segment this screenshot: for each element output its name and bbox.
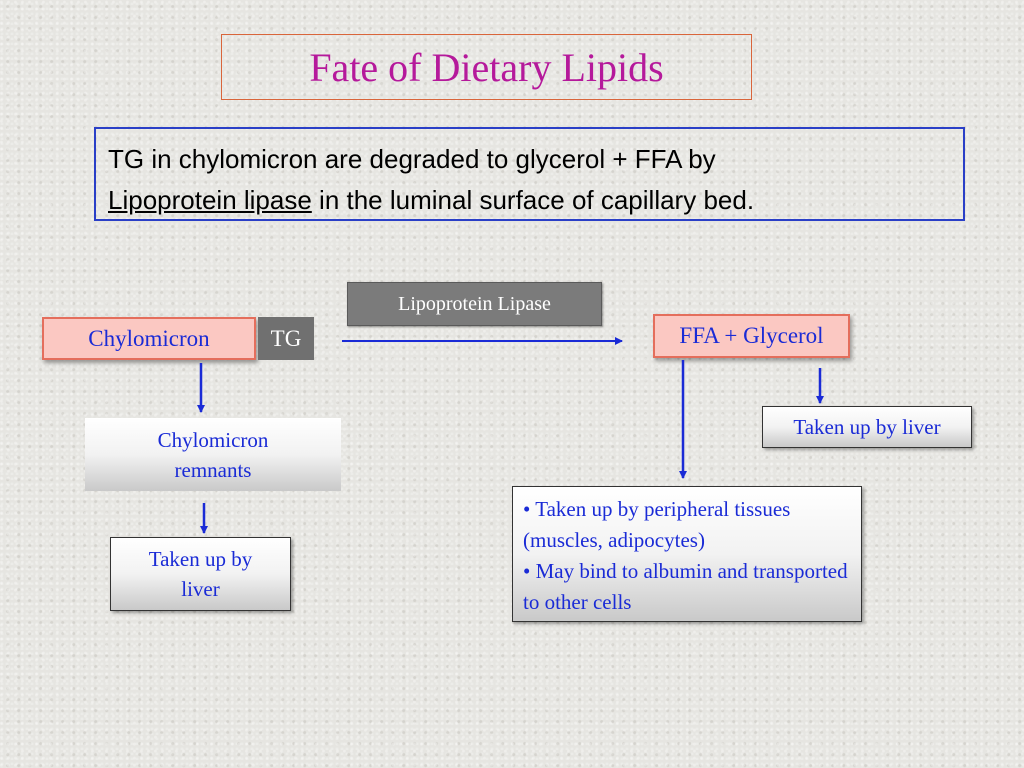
chylomicron-remnants-node: Chylomicron remnants xyxy=(85,418,341,491)
remnants-line-2: remnants xyxy=(174,458,252,482)
definition-text-2: in the luminal surface of capillary bed. xyxy=(311,185,755,215)
definition-enzyme-underlined: Lipoprotein lipase xyxy=(108,185,312,215)
liver-left-line-2: liver xyxy=(181,577,220,601)
remnants-line-1: Chylomicron xyxy=(157,428,269,452)
chylomicron-node: Chylomicron xyxy=(42,317,256,360)
peripheral-bullet-1: • Taken up by peripheral tissues (muscle… xyxy=(523,497,791,552)
peripheral-bullet-2: • May bind to albumin and transported to… xyxy=(523,559,848,614)
liver-left-line-1: Taken up by xyxy=(148,547,253,571)
ffa-glycerol-node: FFA + Glycerol xyxy=(653,314,850,358)
enzyme-label: Lipoprotein Lipase xyxy=(347,282,602,326)
liver-uptake-right-node: Taken up by liver xyxy=(762,406,972,448)
slide-title: Fate of Dietary Lipids xyxy=(309,44,664,90)
definition-text-1: TG in chylomicron are degraded to glycer… xyxy=(108,144,716,174)
title-box: Fate of Dietary Lipids xyxy=(221,34,752,100)
peripheral-uptake-node: • Taken up by peripheral tissues (muscle… xyxy=(512,486,862,622)
definition-box: TG in chylomicron are degraded to glycer… xyxy=(94,127,965,221)
liver-uptake-left-node: Taken up by liver xyxy=(110,537,291,611)
tg-node: TG xyxy=(258,317,314,360)
